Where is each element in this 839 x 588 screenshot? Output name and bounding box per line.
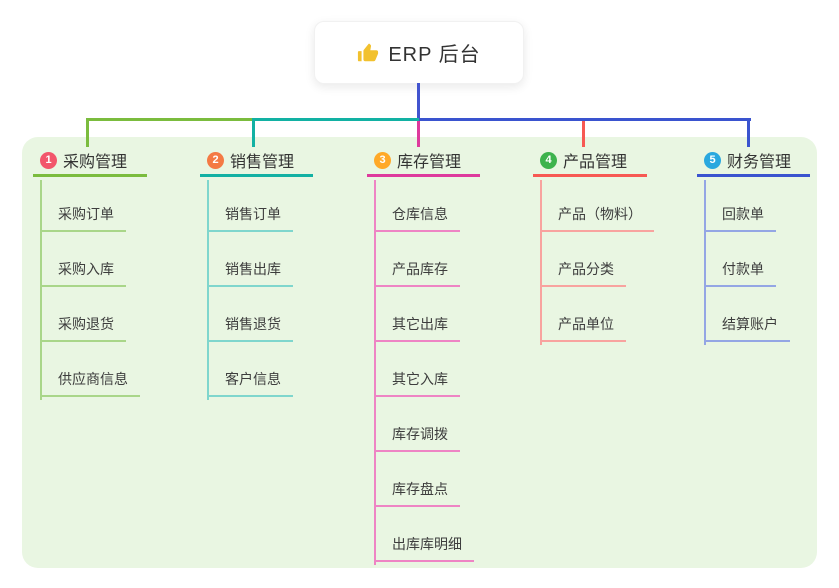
- branch-2: 2 销售管理销售订单销售出库销售退货客户信息: [200, 146, 313, 400]
- child-row: 销售退货: [200, 287, 293, 342]
- child-connector-line: [374, 180, 376, 565]
- child-row: 供应商信息: [33, 342, 140, 397]
- connector-horizontal-5: [419, 118, 751, 121]
- connector-horizontal-2: [253, 118, 420, 121]
- connector-drop-3: [417, 121, 420, 147]
- child-node[interactable]: 回款单: [704, 204, 776, 232]
- connector-drop-2: [252, 118, 255, 147]
- child-row: 产品单位: [533, 287, 654, 342]
- child-row: 产品分类: [533, 232, 654, 287]
- branch-title-1[interactable]: 1 采购管理: [33, 146, 147, 177]
- child-node[interactable]: 销售出库: [207, 259, 293, 287]
- child-connector-line: [704, 180, 706, 345]
- child-connector-line: [207, 180, 209, 400]
- child-node[interactable]: 其它入库: [374, 369, 460, 397]
- child-node[interactable]: 出库库明细: [374, 534, 474, 562]
- child-row: 回款单: [697, 177, 790, 232]
- child-row: 结算账户: [697, 287, 790, 342]
- connector-horizontal-1: [87, 118, 255, 121]
- child-row: 出库库明细: [367, 507, 474, 562]
- child-node[interactable]: 付款单: [704, 259, 776, 287]
- child-row: 采购入库: [33, 232, 140, 287]
- child-row: 库存调拨: [367, 397, 474, 452]
- branches-panel: [22, 137, 817, 568]
- branch-children-4: 产品（物料） 产品分类产品单位: [533, 177, 654, 345]
- branch-children-2: 销售订单销售出库销售退货客户信息: [200, 177, 293, 400]
- child-row: 仓库信息: [367, 177, 474, 232]
- branch-title-3[interactable]: 3 库存管理: [367, 146, 480, 177]
- child-row: 产品（物料）: [533, 177, 654, 232]
- child-node[interactable]: 产品（物料）: [540, 204, 654, 232]
- child-row: 其它出库: [367, 287, 474, 342]
- connector-drop-4: [582, 121, 585, 147]
- child-row: 付款单: [697, 232, 790, 287]
- branch-label: 财务管理: [727, 154, 792, 171]
- branch-title-5[interactable]: 5 财务管理: [697, 146, 810, 177]
- branch-children-1: 采购订单采购入库采购退货供应商信息: [33, 177, 140, 400]
- connector-drop-5: [747, 118, 750, 147]
- child-node[interactable]: 采购订单: [40, 204, 126, 232]
- branch-children-5: 回款单付款单结算账户: [697, 177, 790, 345]
- child-node[interactable]: 库存调拨: [374, 424, 460, 452]
- child-row: 销售订单: [200, 177, 293, 232]
- child-node[interactable]: 仓库信息: [374, 204, 460, 232]
- child-row: 采购退货: [33, 287, 140, 342]
- child-row: 库存盘点: [367, 452, 474, 507]
- branch-badge-3: 3: [374, 151, 391, 169]
- branch-4: 4 产品管理产品（物料） 产品分类产品单位: [533, 146, 654, 345]
- branch-title-4[interactable]: 4 产品管理: [533, 146, 647, 177]
- child-node[interactable]: 采购退货: [40, 314, 126, 342]
- child-node[interactable]: 供应商信息: [40, 369, 140, 397]
- branch-title-2[interactable]: 2 销售管理: [200, 146, 313, 177]
- child-node[interactable]: 采购入库: [40, 259, 126, 287]
- thumbs-up-icon: [357, 42, 379, 64]
- child-row: 产品库存: [367, 232, 474, 287]
- child-node[interactable]: 产品分类: [540, 259, 626, 287]
- branch-3: 3 库存管理仓库信息产品库存其它出库其它入库库存调拨库存盘点出库库明细: [367, 146, 480, 565]
- child-row: 采购订单: [33, 177, 140, 232]
- child-node[interactable]: 客户信息: [207, 369, 293, 397]
- connector-drop-1: [86, 118, 89, 147]
- child-node[interactable]: 销售退货: [207, 314, 293, 342]
- branch-label: 销售管理: [230, 154, 295, 171]
- branch-badge-4: 4: [540, 151, 557, 169]
- branch-badge-1: 1: [40, 151, 57, 169]
- branch-badge-5: 5: [704, 151, 721, 169]
- child-node[interactable]: 其它出库: [374, 314, 460, 342]
- branch-5: 5 财务管理回款单付款单结算账户: [697, 146, 810, 345]
- child-node[interactable]: 产品库存: [374, 259, 460, 287]
- child-row: 其它入库: [367, 342, 474, 397]
- child-node[interactable]: 结算账户: [704, 314, 790, 342]
- branch-label: 库存管理: [397, 154, 462, 171]
- child-node[interactable]: 销售订单: [207, 204, 293, 232]
- branch-1: 1 采购管理采购订单采购入库采购退货供应商信息: [33, 146, 147, 400]
- child-connector-line: [40, 180, 42, 400]
- root-node[interactable]: ERP 后台: [314, 21, 524, 84]
- child-row: 客户信息: [200, 342, 293, 397]
- child-row: 销售出库: [200, 232, 293, 287]
- child-node[interactable]: 产品单位: [540, 314, 626, 342]
- root-label: ERP 后台: [388, 44, 481, 66]
- child-connector-line: [540, 180, 542, 345]
- child-node[interactable]: 库存盘点: [374, 479, 460, 507]
- branch-children-3: 仓库信息产品库存其它出库其它入库库存调拨库存盘点出库库明细: [367, 177, 474, 565]
- branch-label: 采购管理: [63, 154, 128, 171]
- branch-label: 产品管理: [563, 154, 628, 171]
- connector-stem: [417, 83, 420, 121]
- branch-badge-2: 2: [207, 151, 224, 169]
